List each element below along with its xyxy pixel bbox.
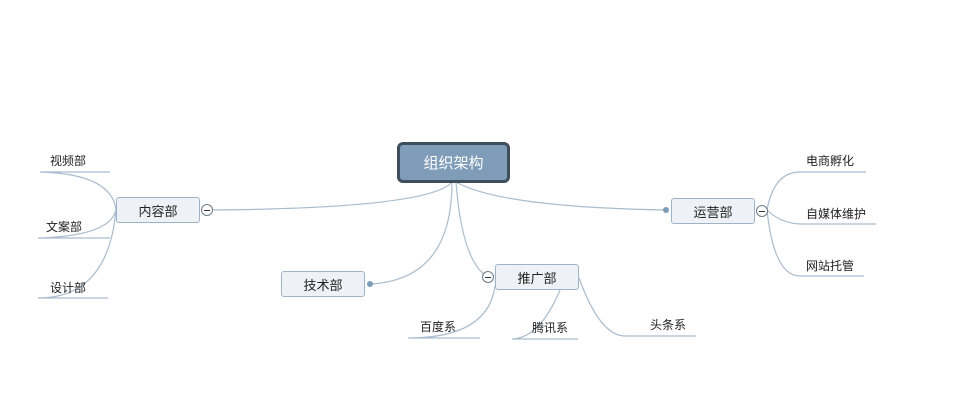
leaf-video[interactable]: 视频部 bbox=[50, 154, 87, 168]
link-operations-media bbox=[766, 209, 876, 225]
branch-label-tech: 技术部 bbox=[303, 278, 343, 294]
link-content-design bbox=[37, 209, 117, 299]
branch-label-operations: 运营部 bbox=[693, 205, 733, 221]
link-content-copy bbox=[37, 209, 117, 239]
link-operations-ecommerce bbox=[766, 171, 866, 211]
link-root-promotion bbox=[455, 181, 489, 278]
branch-label-promotion: 推广部 bbox=[517, 271, 557, 287]
link-root-operations bbox=[455, 181, 666, 211]
link-promotion-toutiao bbox=[578, 277, 696, 337]
link-promotion-baidu bbox=[407, 285, 496, 339]
leaf-tencent[interactable]: 腾讯系 bbox=[532, 321, 569, 335]
branch-node-promotion[interactable]: 推广部 bbox=[495, 264, 579, 290]
leaf-media[interactable]: 自媒体维护 bbox=[806, 207, 867, 221]
leaf-toutiao[interactable]: 头条系 bbox=[650, 318, 687, 332]
link-operations-hosting bbox=[766, 209, 864, 277]
collapse-toggle-operations[interactable] bbox=[756, 205, 768, 217]
link-root-tech bbox=[369, 181, 453, 285]
branch-node-operations[interactable]: 运营部 bbox=[671, 198, 755, 224]
link-root-content bbox=[212, 181, 453, 211]
link-content-video bbox=[39, 171, 117, 211]
collapse-toggle-promotion[interactable] bbox=[482, 271, 494, 283]
branch-label-content: 内容部 bbox=[138, 204, 178, 220]
root-label: 组织架构 bbox=[423, 154, 484, 172]
link-promotion-tencent bbox=[511, 289, 578, 340]
root-node[interactable]: 组织架构 bbox=[397, 142, 510, 183]
branch-node-tech[interactable]: 技术部 bbox=[281, 271, 365, 297]
leaf-ecommerce[interactable]: 电商孵化 bbox=[806, 154, 855, 168]
leaf-copy[interactable]: 文案部 bbox=[46, 220, 83, 234]
branch-node-content[interactable]: 内容部 bbox=[116, 197, 200, 223]
collapse-toggle-content[interactable] bbox=[201, 204, 213, 216]
leaf-baidu[interactable]: 百度系 bbox=[420, 320, 457, 334]
expand-dot-operations[interactable] bbox=[663, 207, 669, 213]
leaf-hosting[interactable]: 网站托管 bbox=[806, 259, 855, 273]
expand-dot-tech[interactable] bbox=[367, 281, 373, 287]
leaf-design[interactable]: 设计部 bbox=[50, 281, 87, 295]
